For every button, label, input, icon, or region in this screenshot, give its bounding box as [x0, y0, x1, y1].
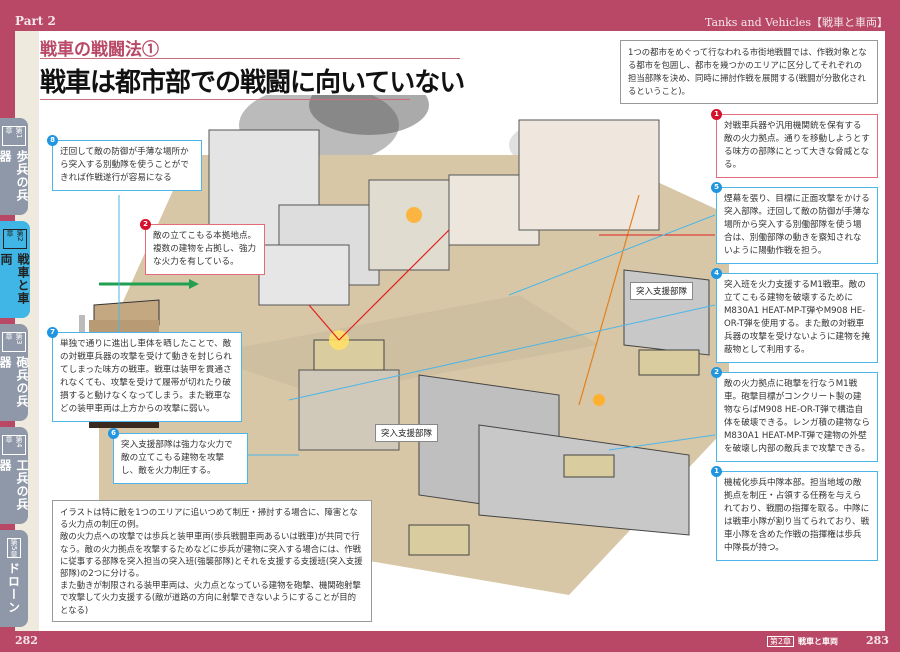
tab-chapter-3[interactable]: 第3章砲兵の兵器 — [0, 324, 29, 421]
tab-chapter-2[interactable]: 第2章戦車と車両 — [0, 221, 30, 318]
tab-chapter-number: 第4章 — [2, 435, 26, 456]
callout-text: 突入支援部隊は強力な火力で敵の立てこもる建物を攻撃し、敵を火力制圧する。 — [121, 440, 233, 476]
tab-chapter-number: 第2章 — [3, 229, 27, 250]
callout-text: 迂回して敵の防御が手薄な場所から突入する別動隊を使うことができれば作戦遂行が容易… — [60, 147, 189, 183]
section-label: Tanks and Vehicles【戦車と車両】 — [705, 16, 888, 29]
callout-number: 5 — [711, 182, 722, 193]
callout-number: 6 — [108, 428, 119, 439]
callout-number: 1 — [711, 466, 722, 477]
footer-chapter: 第2章戦車と車両 — [766, 636, 838, 647]
callout-text: 単独で通りに進出し車体を晒したことで、敵の対戦車兵器の攻撃を受けて動きを封じられ… — [60, 339, 232, 414]
part-label: Part 2 — [15, 14, 56, 28]
callout-number: 4 — [711, 268, 722, 279]
intro-box: 1つの都市をめぐって行なわれる市街地戦闘では、作戦対象となる都市を包囲し、都市を… — [620, 40, 878, 104]
page-number-left: 282 — [15, 634, 38, 647]
intro-text: 1つの都市をめぐって行なわれる市街地戦闘では、作戦対象となる都市を包囲し、都市を… — [628, 47, 867, 96]
tab-chapter-name: 戦車と車両 — [0, 253, 30, 306]
tab-chapter-number: 第5章 — [7, 538, 21, 559]
tab-chapter-number: 第3章 — [2, 332, 26, 353]
callout-number: 7 — [47, 327, 58, 338]
subtitle-rule — [40, 58, 460, 59]
tab-chapter-name: ドローン — [6, 562, 21, 615]
tab-chapter-1[interactable]: 第1章歩兵の兵器 — [0, 118, 29, 215]
body-note: イラストは特に敵を1つのエリアに追いつめて制圧・掃討する場合に、障害となる火力点… — [52, 500, 372, 622]
callout-text: 煙幕を張り、目標に正面攻撃をかける突入部隊。迂回して敵の防御が手薄な場所から突入… — [724, 194, 870, 256]
callout-text: 敵の火力拠点に砲撃を行なうM1戦車。砲撃目標がコンクリート製の建物ならばM908… — [724, 379, 870, 454]
tab-chapter-name: 歩兵の兵器 — [0, 150, 29, 203]
callout-text: 対戦車兵器や汎用機関銃を保有する敵の火力拠点。通りを移動しようとする味方の部隊に… — [724, 121, 870, 170]
page-title: 戦車は都市部での戦闘に向いていない — [40, 68, 465, 98]
callout-text: 敵の立てこもる本拠地点。複数の建物を占拠し、強力な火力を有している。 — [153, 231, 257, 267]
callout-number: 2 — [140, 219, 151, 230]
title-rule — [40, 99, 410, 100]
footer-chapter-name: 戦車と車両 — [798, 637, 838, 646]
support-unit-label: 突入支援部隊 — [375, 424, 439, 442]
callout-text: 突入班を火力支援するM1戦車。敵の立てこもる建物を破壊するためにM830A1 H… — [724, 280, 870, 355]
body-note-text: イラストは特に敵を1つのエリアに追いつめて制圧・掃討する場合に、障害となる火力点… — [60, 507, 363, 615]
callout-number: 1 — [711, 109, 722, 120]
page-number-right: 283 — [866, 634, 889, 647]
tab-chapter-name: 工兵の兵器 — [0, 459, 29, 512]
callout-text: 機械化歩兵中隊本部。担当地域の敵拠点を制圧・占領する任務を与えられており、戦闘の… — [724, 478, 870, 553]
tab-chapter-number: 第1章 — [2, 126, 26, 147]
page-subtitle: 戦車の戦闘法① — [40, 40, 159, 60]
tab-chapter-name: 砲兵の兵器 — [0, 356, 29, 409]
footer-chapter-number: 第2章 — [766, 636, 794, 647]
callout-number: 8 — [47, 135, 58, 146]
support-unit-label: 突入支援部隊 — [630, 282, 694, 300]
callout-number: 2 — [711, 367, 722, 378]
tab-chapter-4[interactable]: 第4章工兵の兵器 — [0, 427, 29, 524]
tab-chapter-5[interactable]: 第5章ドローン — [0, 530, 28, 627]
